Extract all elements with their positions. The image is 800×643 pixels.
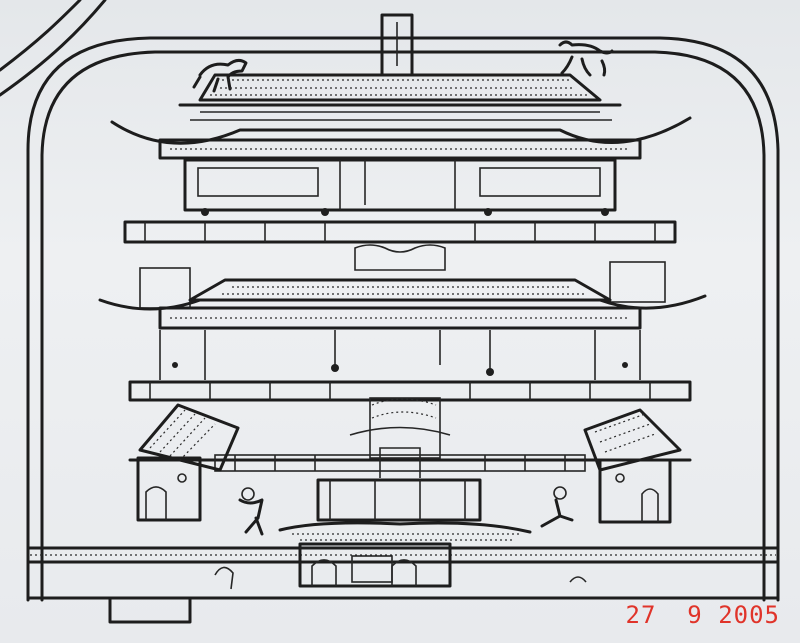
middle-hall (159, 330, 641, 380)
outer-frame-inner (40, 50, 766, 602)
right-pavilion (583, 408, 682, 524)
upper-hall (183, 158, 617, 216)
base-figure (569, 576, 587, 583)
corner-scroll-line (0, 0, 107, 97)
base-figure (214, 566, 234, 590)
front-gate (278, 521, 532, 588)
corner-scroll-line (0, 0, 82, 72)
roof-animal-left (192, 58, 248, 93)
outer-frame (26, 36, 780, 602)
middle-roof (98, 278, 707, 330)
central-tower (316, 397, 482, 522)
figure-left (238, 487, 264, 536)
date-stamp: 27 9 2005 (625, 601, 780, 629)
upper-roof (110, 73, 692, 160)
figure-right (540, 486, 574, 528)
roof-animal-right (558, 40, 614, 77)
upper-balustrade (123, 220, 677, 309)
left-pavilion (136, 403, 240, 522)
base-step (108, 596, 192, 624)
base-wall (26, 560, 780, 600)
